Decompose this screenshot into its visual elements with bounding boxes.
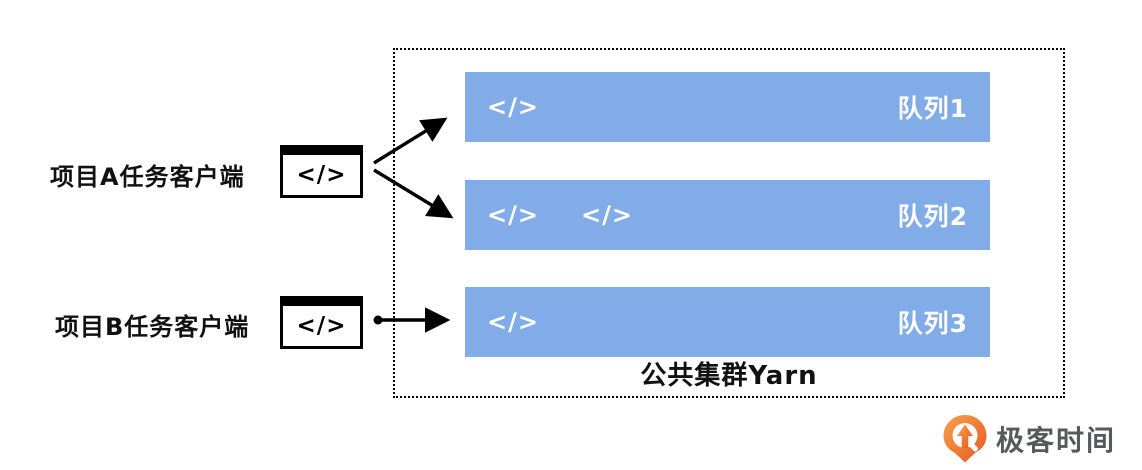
cluster-title: 公共集群Yarn (640, 361, 818, 391)
client-b-terminal-icon: </> (280, 296, 363, 349)
client-b-label: 项目B任务客户端 (55, 313, 250, 341)
queue-1-bar: </> 队列1 (465, 72, 990, 142)
arrow-clientB-start-dot (373, 315, 383, 325)
queue-3-tasks: </> (487, 308, 539, 336)
client-a-terminal-icon: </> (280, 145, 363, 198)
code-icon: </> (296, 162, 347, 188)
code-icon: </> (580, 201, 633, 229)
queue-1-label: 队列1 (897, 94, 968, 123)
queue-3-label: 队列3 (897, 309, 968, 338)
geektime-branding: 极客时间 (942, 414, 1116, 464)
queue-1-tasks: </> (487, 93, 539, 121)
geektime-logo-icon (943, 415, 987, 463)
geektime-logo-text: 极客时间 (996, 424, 1117, 457)
code-icon: </> (487, 308, 539, 336)
code-icon: </> (487, 201, 539, 229)
code-icon: </> (296, 313, 347, 339)
queue-2-tasks: </> </> (487, 201, 633, 229)
queue-2-bar: </> </> 队列2 (465, 180, 990, 250)
yarn-cluster-container: </> 队列1 </> </> 队列2 </> 队列3 公共集群Yarn (393, 48, 1065, 398)
client-a-label: 项目A任务客户端 (50, 163, 245, 191)
code-icon: </> (487, 93, 539, 121)
queue-3-bar: </> 队列3 (465, 287, 990, 357)
queue-2-label: 队列2 (897, 202, 968, 231)
